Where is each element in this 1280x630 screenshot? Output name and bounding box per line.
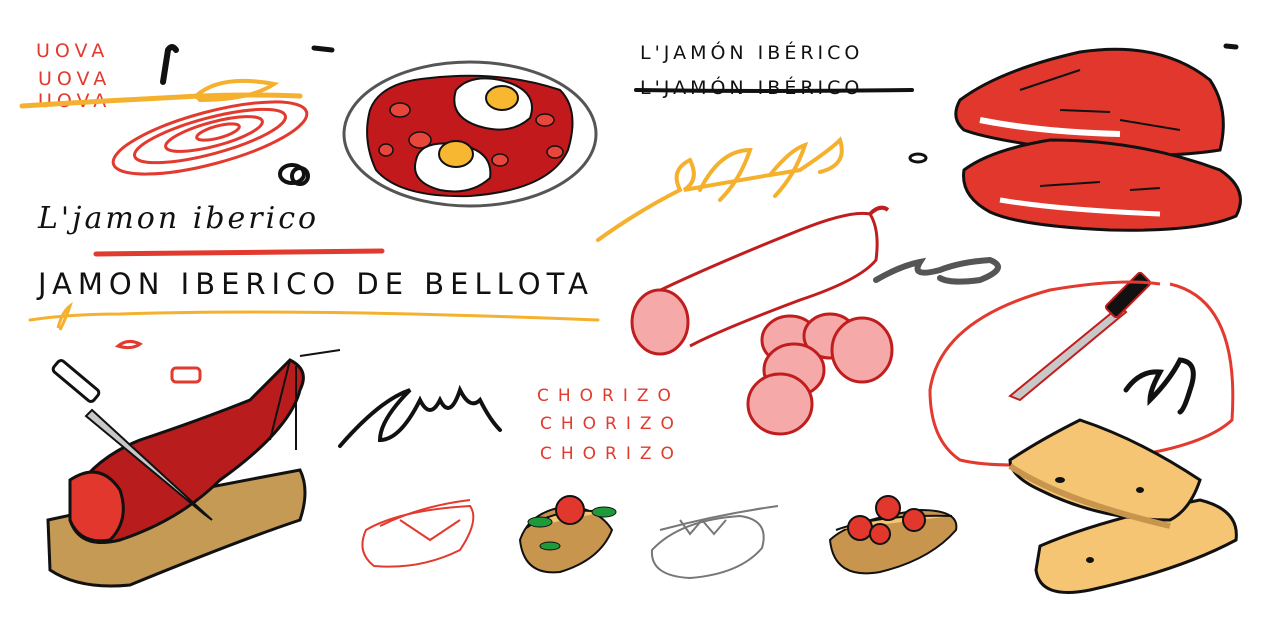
black-tick-mark <box>160 44 179 85</box>
red-mark-2 <box>170 366 202 384</box>
grey-scribble <box>873 256 1001 285</box>
egg-yolk-2 <box>438 140 474 168</box>
tapa-rose-greens <box>518 495 617 574</box>
jamon-iberico-caps: L'JAMÓN IBÉRICO <box>640 42 864 64</box>
jamon-slices <box>954 47 1242 232</box>
chorizo-line-2: CHORIZO <box>540 414 683 434</box>
jamon-iberico-de-bellota: JAMON IBERICO DE BELLOTA <box>38 267 594 301</box>
shakshuka-plate <box>342 60 598 208</box>
uova-line-2: UOVA <box>38 68 112 90</box>
mustard-scribble <box>596 136 844 242</box>
chorizo-line-1: CHORIZO <box>537 386 680 406</box>
ham-leg <box>68 358 305 544</box>
black-dash-top <box>311 45 335 53</box>
ham-leg-on-stand <box>46 349 341 588</box>
salami-slices <box>746 312 894 436</box>
mustard-leaf <box>193 78 280 103</box>
strikethrough-line <box>634 88 914 93</box>
salami-end <box>630 288 690 356</box>
black-dash-right <box>1223 43 1239 50</box>
mustard-underline-loop <box>56 301 73 331</box>
red-mark-1 <box>114 339 143 350</box>
salami <box>630 205 894 436</box>
black-signature-scribble <box>338 384 502 448</box>
mustard-underline <box>28 310 600 322</box>
red-scribble-ellipses <box>111 100 309 176</box>
egg-yolk-1 <box>485 85 519 111</box>
ham-cut-face <box>68 470 125 543</box>
ham-knife-blade <box>84 408 213 521</box>
tapas-row <box>361 495 958 580</box>
red-lasso <box>928 280 1235 467</box>
tapa-red-outline <box>361 499 475 568</box>
knife <box>1008 271 1152 402</box>
jamon-iberico-script: L'jamon iberico <box>38 201 320 236</box>
black-loops-scribble <box>278 163 310 186</box>
mustard-line-top <box>19 92 303 109</box>
chorizo-line-3: CHORIZO <box>540 444 683 464</box>
uova-line-1: UOVA <box>36 40 110 62</box>
black-loop-scribble <box>1123 357 1196 415</box>
tapa-tomatoes <box>828 495 958 575</box>
tapa-grey-outline <box>650 505 779 580</box>
bread-loaf <box>1008 418 1238 594</box>
ham-knife-handle <box>51 359 101 403</box>
red-underline <box>93 248 385 257</box>
black-small-loop <box>908 152 928 164</box>
